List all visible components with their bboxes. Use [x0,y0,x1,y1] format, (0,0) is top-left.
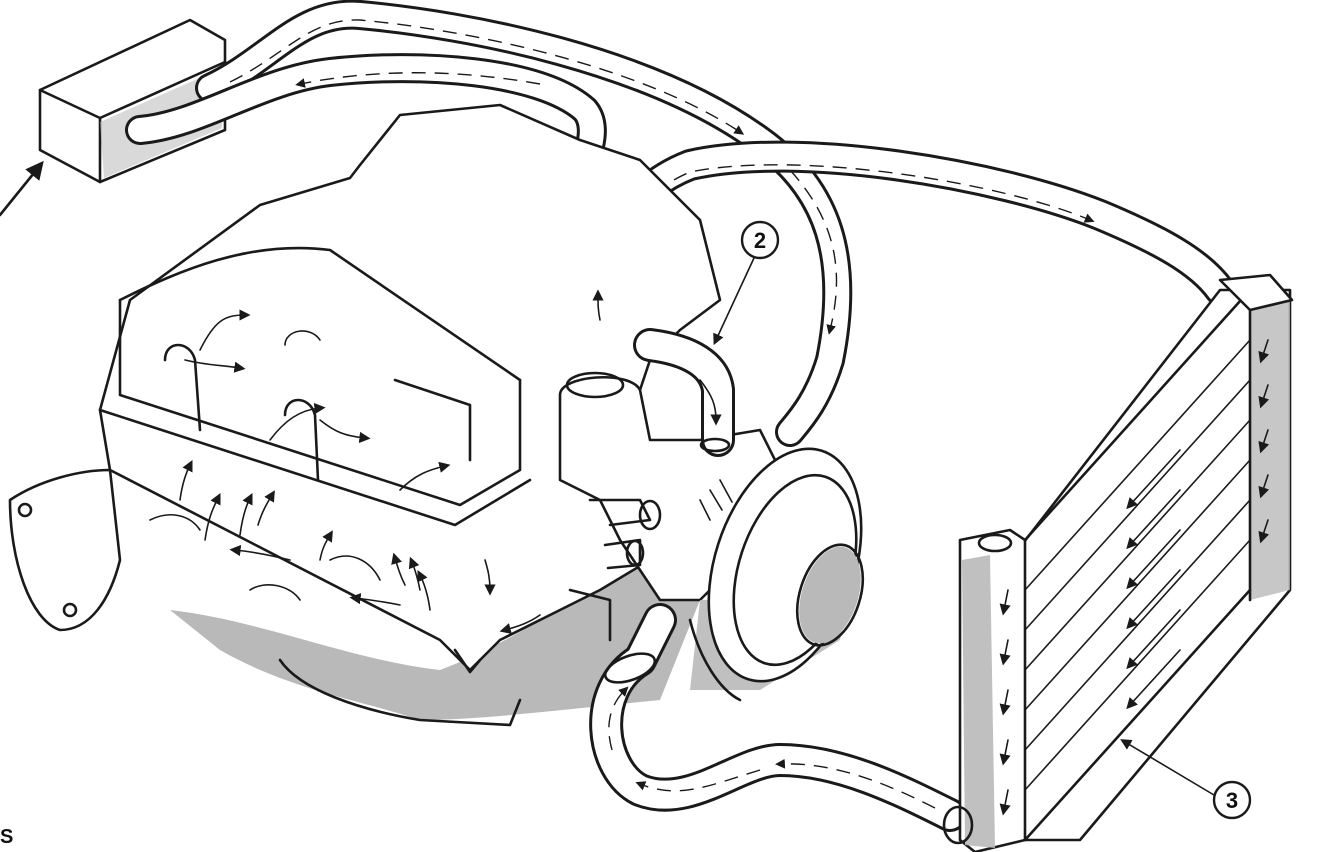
radiator [942,273,1294,852]
engine-block [8,103,722,727]
caption-fragment: S [0,826,14,848]
thermostat-elbow [633,328,735,457]
callout-2-circle [740,220,780,260]
callout-3-leader [1120,739,1215,796]
callout-3-circle [1212,780,1252,820]
callout-3: 3 [1120,739,1252,820]
callout-2: 2 [713,220,780,346]
engine-coolant-flow-arrows [179,289,604,634]
callout-2-leader [713,257,755,346]
callout-2-label: 2 [754,228,766,253]
water-pump [558,371,865,702]
callout-3-label: 3 [1226,788,1238,813]
heater-hose-supply [195,0,853,447]
lower-radiator-hose [589,603,967,832]
